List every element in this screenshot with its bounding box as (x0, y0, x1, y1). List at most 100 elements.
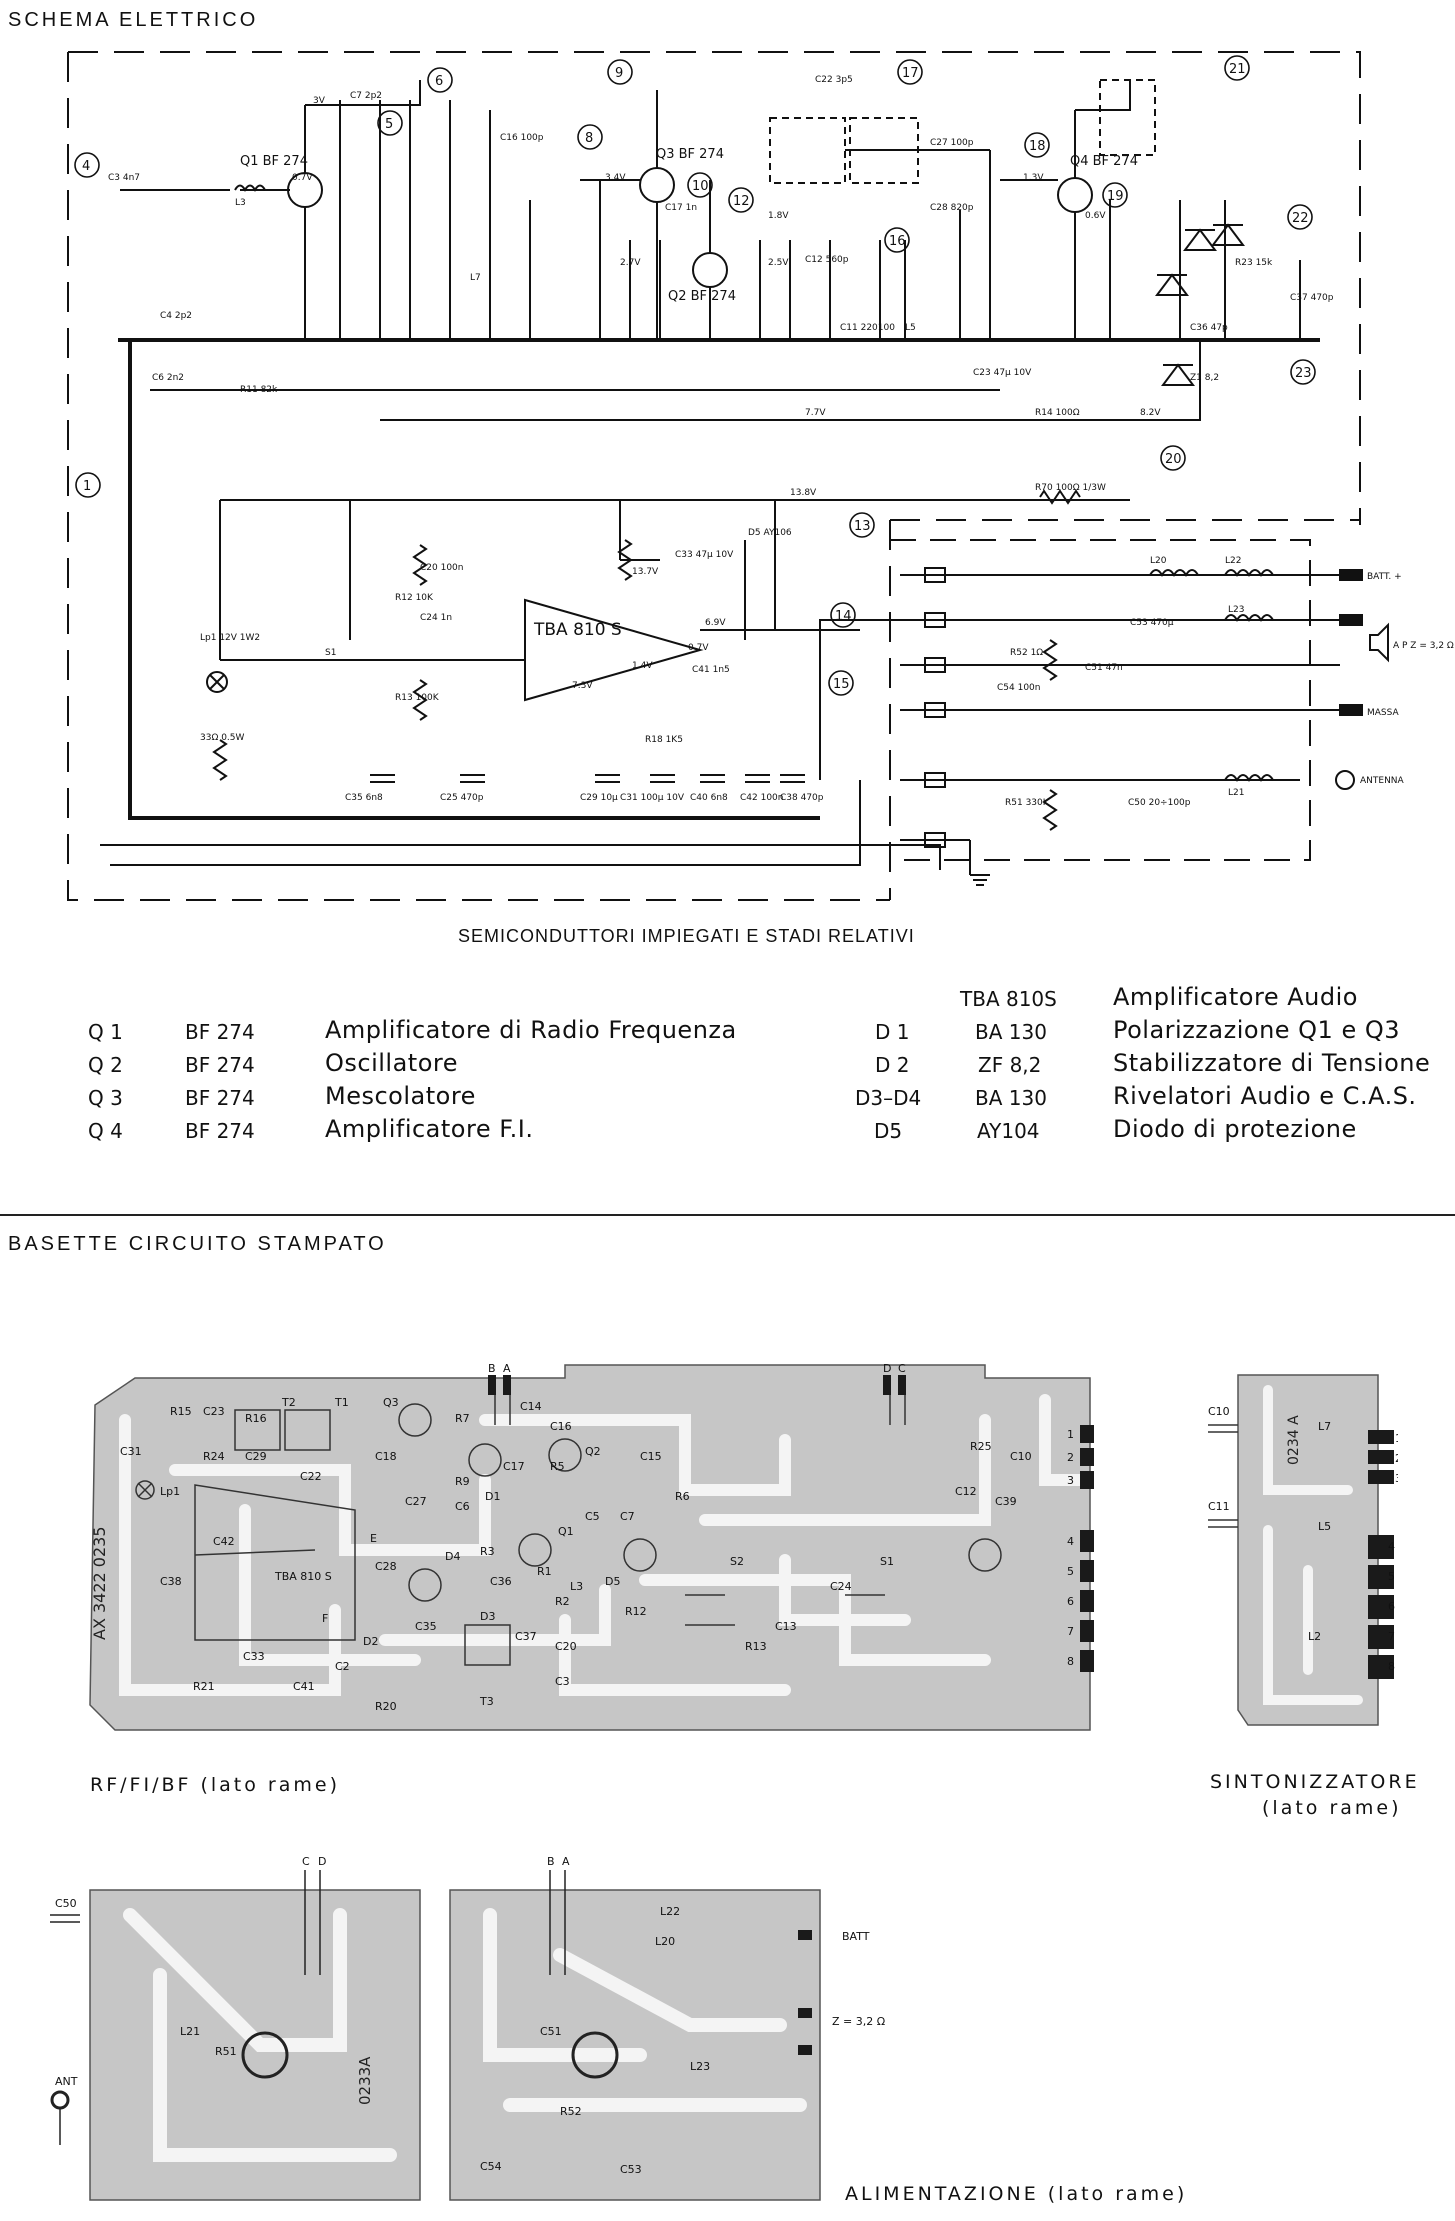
component-label: L5 (905, 323, 916, 333)
semi-role: Oscillatore (325, 1049, 458, 1077)
pcb-part-label: R6 (675, 1490, 690, 1503)
pcb-part-label: 8 (1067, 1655, 1074, 1668)
component-label: R18 1K5 (645, 735, 683, 745)
component-label: L22 (1225, 556, 1241, 566)
voltage-label: 7.7V (805, 408, 826, 418)
supply-part-label: C (302, 1855, 310, 1868)
component-label: C40 6n8 (690, 793, 728, 803)
supply-part-label: L23 (690, 2060, 710, 2073)
component-label: C11 220100 (840, 323, 895, 333)
pcb-part-label: T3 (479, 1695, 494, 1708)
pcb-part-label: C12 (955, 1485, 977, 1498)
supply-part-label: C50 (55, 1897, 77, 1910)
supply-part-label: C54 (480, 2160, 502, 2173)
component-label: C23 47µ 10V (973, 368, 1032, 378)
component-label: R14 100Ω (1035, 408, 1080, 418)
component-label: C22 3p5 (815, 75, 853, 85)
supply-part-label: A (562, 1855, 570, 1868)
pcb-part-label: C22 (300, 1470, 322, 1483)
component-label: C3 4n7 (108, 173, 140, 183)
semi-ref: Q 2 (88, 1053, 123, 1077)
semi-type: BA 130 (975, 1020, 1047, 1044)
semi-type: BF 274 (185, 1053, 255, 1077)
semi-ref: D3–D4 (855, 1086, 922, 1110)
pcb-part-label: T1 (334, 1396, 349, 1409)
pcb-part-label: L3 (570, 1580, 583, 1593)
supply-board-code: 0233A (356, 2056, 374, 2105)
svg-text:14: 14 (835, 609, 852, 624)
svg-text:4: 4 (82, 159, 90, 174)
pcb-part-label: D (883, 1362, 891, 1375)
semi-type: BF 274 (185, 1086, 255, 1110)
pcb-part-label: R24 (203, 1450, 225, 1463)
voltage-label: 1.8V (768, 211, 789, 221)
pcb-part-label: R25 (970, 1440, 992, 1453)
voltage-label: 13.8V (790, 488, 817, 498)
svg-text:10: 10 (692, 179, 709, 194)
schematic-title: SCHEMA ELETTRICO (8, 9, 259, 31)
component-label: C27 100p (930, 138, 974, 148)
pcb-part-label: C27 (405, 1495, 427, 1508)
pcb-part-label: C15 (640, 1450, 662, 1463)
pcb-part-label: C (898, 1362, 906, 1375)
voltage-label: 1.3V (1023, 173, 1044, 183)
component-label: R52 1Ω (1010, 648, 1043, 658)
terminal-label: BATT. + (1367, 572, 1402, 582)
terminal-label: ANTENNA (1360, 776, 1405, 786)
supply-boards: 0233A C D B A C50 ANT L21 R51 L22 L20 BA… (50, 1855, 885, 2201)
tuner-part-label: 1 (1395, 1432, 1398, 1445)
tuner-part-label: 4 (1388, 1540, 1395, 1553)
component-label: L23 (1228, 605, 1244, 615)
pcb-part-label: B (488, 1362, 496, 1375)
pcb-part-label: 4 (1067, 1535, 1074, 1548)
supply-part-label: L22 (660, 1905, 680, 1918)
component-label: C41 1n5 (692, 665, 730, 675)
semi-ref: D5 (874, 1119, 903, 1143)
pcb-part-label: E (370, 1532, 377, 1545)
voltage-label: 8.2V (1140, 408, 1161, 418)
svg-text:8: 8 (585, 131, 593, 146)
semi-ref: Q 3 (88, 1086, 123, 1110)
supply-caption: ALIMENTAZIONE (lato rame) (845, 2183, 1188, 2205)
tuner-part-label: L5 (1318, 1520, 1331, 1533)
pcb-part-label: R3 (480, 1545, 495, 1558)
component-label: Z1 8,2 (1190, 373, 1219, 383)
component-label: C31 100µ 10V (620, 793, 685, 803)
supply-part-label: L21 (180, 2025, 200, 2038)
supply-part-label: C51 (540, 2025, 562, 2038)
svg-text:15: 15 (833, 677, 850, 692)
tuner-part-label: 3 (1395, 1472, 1398, 1485)
semi-ref: Q 4 (88, 1119, 123, 1143)
component-label: C7 2p2 (350, 91, 382, 101)
pcb-part-label: C29 (245, 1450, 267, 1463)
component-label: C4 2p2 (160, 311, 192, 321)
pcb-part-label: 3 (1067, 1474, 1074, 1487)
pcb-part-label: Q1 (558, 1525, 574, 1538)
pcb-part-label: C42 (213, 1535, 235, 1548)
component-label: C38 470p (780, 793, 824, 803)
q2-label: Q2 BF 274 (668, 289, 736, 304)
pcb-part-label: C20 (555, 1640, 577, 1653)
pcb-part-label: R15 (170, 1405, 192, 1418)
supply-part-label: BATT (842, 1930, 870, 1943)
pcb-part-label: D3 (480, 1610, 495, 1623)
pcb-part-label: Q2 (585, 1445, 601, 1458)
pcb-part-label: C7 (620, 1510, 635, 1523)
component-label: C54 100n (997, 683, 1040, 693)
semi-ref: Q 1 (88, 1020, 123, 1044)
semi-type: BA 130 (975, 1086, 1047, 1110)
voltage-label: 6.9V (705, 618, 726, 628)
semi-role: Mescolatore (325, 1082, 476, 1110)
pcb-part-label: R2 (555, 1595, 570, 1608)
svg-text:19: 19 (1107, 189, 1124, 204)
semiconductors-heading: SEMICONDUTTORI IMPIEGATI E STADI RELATIV… (458, 926, 915, 946)
pcb-part-label: 7 (1067, 1625, 1074, 1638)
svg-text:23: 23 (1295, 366, 1312, 381)
pcb-part-label: C3 (555, 1675, 570, 1688)
tuner-part-label: L7 (1318, 1420, 1331, 1433)
component-label: C35 6n8 (345, 793, 383, 803)
voltage-label: 3.4V (605, 173, 626, 183)
tuner-part-label: 5 (1388, 1570, 1395, 1583)
pcb-part-label: C28 (375, 1560, 397, 1573)
supply-part-label: L20 (655, 1935, 675, 1948)
